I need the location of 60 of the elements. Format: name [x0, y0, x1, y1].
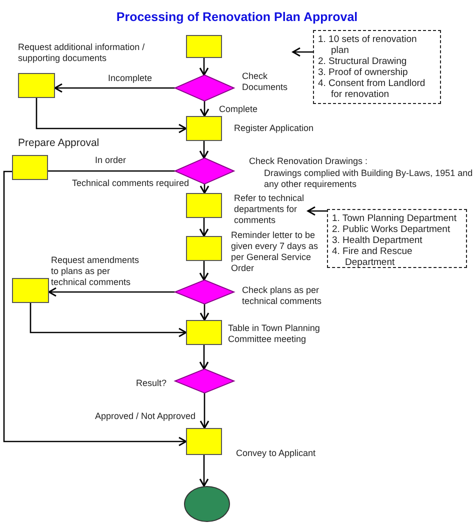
arrow [199, 455, 209, 487]
list-item: 3. Proof of ownership [318, 67, 409, 78]
list-item: 4. Fire and Rescue Department [332, 246, 414, 268]
process-box [12, 278, 49, 303]
edge-label: In order [95, 155, 126, 166]
note-box [313, 30, 441, 104]
process-box [12, 155, 48, 180]
process-box [18, 73, 55, 98]
step-label: Result? [136, 378, 168, 389]
arrow [200, 393, 210, 429]
process-box [186, 35, 222, 58]
step-label: Check plans as per technical comments [242, 285, 323, 307]
list-item: 4. Consent from Landlord for renovation [318, 78, 426, 100]
decision-diamond [175, 369, 234, 393]
list-item: 3. Health Department [332, 235, 424, 246]
list-item: 1. 10 sets of renovation plan [318, 34, 418, 56]
list-item: 2. Structural Drawing [318, 56, 408, 67]
step-label: Drawings complied with Building By-Laws, 1951 and any other requirements [264, 168, 474, 190]
step-label: Prepare Approval [18, 137, 100, 149]
arrow [200, 101, 210, 117]
process-box [186, 428, 222, 455]
process-box [186, 320, 222, 345]
arrow [48, 287, 175, 297]
arrow [36, 98, 187, 134]
edge-label: Technical comments required [72, 178, 190, 189]
arrow [199, 218, 209, 237]
arrow [199, 345, 209, 370]
step-label: Table in Town Planning Committee meeting [228, 323, 321, 345]
arrow [30, 303, 187, 338]
step-label: Request amendments to plans as per technical comments [51, 255, 140, 288]
step-label: Register Application [234, 123, 315, 134]
list-item: 1. Town Planning Department [332, 213, 458, 224]
step-label: Reminder letter to be given every 7 days as per General Service Order [231, 230, 320, 274]
arrow [3, 170, 187, 446]
arrow [292, 47, 313, 57]
list-item: 2. Public Works Department [332, 224, 452, 235]
process-box [186, 236, 222, 261]
arrow [54, 83, 175, 93]
arrow [199, 141, 209, 159]
decision-diamond [175, 75, 234, 101]
arrow [199, 261, 209, 281]
step-label: Check Renovation Drawings : [249, 156, 369, 167]
step-label: Request additional information / supporting documents [18, 42, 146, 64]
connector-line [48, 170, 175, 172]
arrow [200, 184, 210, 194]
step-label: Convey to Applicant [236, 448, 317, 459]
decision-diamond [175, 280, 234, 304]
edge-label: Approved / Not Approved [95, 411, 196, 422]
process-box [186, 116, 222, 141]
arrow [307, 206, 327, 216]
process-box [186, 193, 222, 218]
step-label: Refer to technical departments for comments [234, 193, 306, 226]
end-circle [184, 486, 230, 522]
title: Processing of Renovation Plan Approval [115, 10, 359, 24]
edge-label: Incomplete [108, 73, 152, 84]
arrow [200, 304, 210, 321]
arrow [199, 58, 209, 76]
edge-label: Complete [219, 104, 258, 115]
step-label: Check Documents [242, 71, 289, 93]
note-box [327, 209, 467, 268]
